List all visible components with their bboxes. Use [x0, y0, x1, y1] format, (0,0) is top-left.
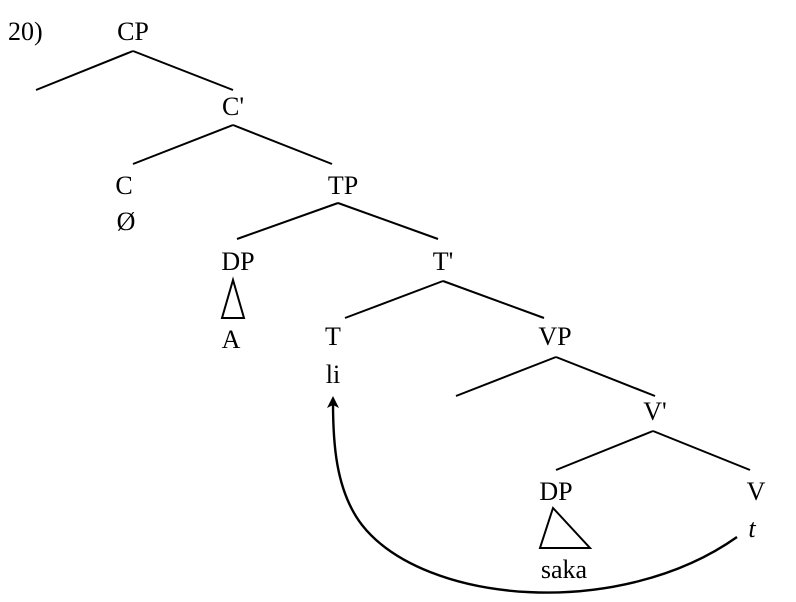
branch-cbar-tp: [232, 124, 333, 165]
node-dp-subject: DP: [221, 247, 254, 276]
branch-vp-spec: [455, 356, 557, 397]
node-dp-object: DP: [539, 477, 572, 506]
node-t-bar: T': [433, 247, 454, 276]
branch-vbar-v: [652, 430, 751, 471]
triangle-dp-subject: [220, 276, 246, 319]
node-c-null: Ø: [117, 207, 136, 236]
node-t: T: [325, 322, 341, 351]
movement-arrow: [327, 396, 738, 594]
node-cp: CP: [117, 17, 149, 46]
triangle-dp-object: [538, 506, 593, 549]
node-dp-subject-word: A: [222, 325, 241, 354]
branch-tp-dp: [236, 202, 339, 240]
branch-vbar-dp: [555, 430, 654, 471]
example-number: 20): [8, 17, 43, 46]
node-v-bar: V': [643, 397, 666, 426]
branch-cp-cbar: [132, 50, 234, 91]
branch-tbar-t: [344, 280, 444, 319]
node-vp: VP: [538, 322, 571, 351]
node-c: C: [115, 171, 132, 200]
branch-tp-tbar: [337, 202, 439, 240]
node-t-word: li: [326, 360, 340, 389]
node-tp: TP: [328, 171, 358, 200]
branch-cbar-c: [132, 124, 234, 165]
node-c-bar: C': [222, 92, 244, 121]
node-v: V: [747, 477, 766, 506]
branch-tbar-vp: [442, 280, 545, 319]
branch-vp-vbar: [555, 356, 656, 397]
node-v-trace: t: [748, 514, 756, 543]
branch-cp-spec: [35, 50, 134, 91]
node-dp-object-word: saka: [541, 555, 588, 584]
